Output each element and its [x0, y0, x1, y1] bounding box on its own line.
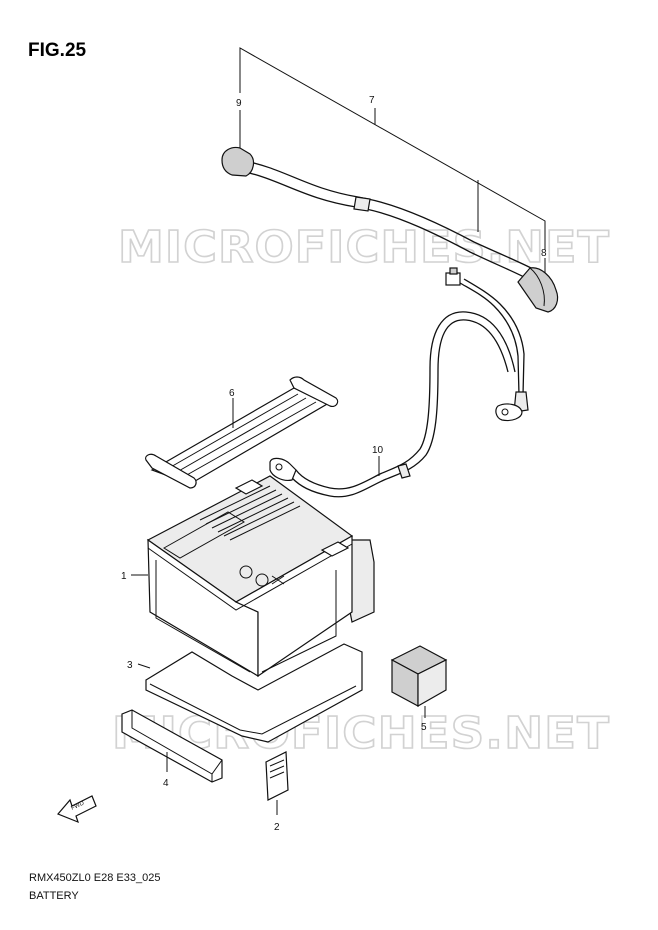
callout-10: 10: [372, 445, 384, 456]
terminal-boot-left: [221, 146, 255, 177]
terminal-negative: [234, 479, 264, 495]
sub-harness: [445, 267, 529, 422]
cable-sleeve: [353, 196, 371, 212]
callout-2: 2: [274, 822, 280, 833]
callout-8: 8: [541, 248, 547, 259]
callout-4: 4: [163, 778, 169, 789]
cable-sleeve-positive: [397, 463, 411, 479]
battery-cushion: [137, 643, 363, 743]
positive-cable: [269, 311, 516, 498]
ring-terminal-positive: [269, 457, 297, 481]
cube-part: [390, 645, 448, 718]
battery: [131, 475, 375, 678]
figure-title: FIG.25: [28, 40, 87, 61]
callout-1: 1: [121, 571, 127, 582]
terminal-positive: [320, 541, 350, 557]
callout-6: 6: [229, 388, 235, 399]
fwd-label: FWD: [70, 800, 86, 811]
battery-band: [145, 376, 339, 489]
diagram-caption: BATTERY: [29, 890, 79, 902]
model-code: RMX450ZL0 E28 E33_025: [29, 872, 161, 884]
terminal-boot-right: [517, 267, 559, 313]
label-part: [265, 751, 289, 815]
callout-5: 5: [421, 722, 427, 733]
callout-3: 3: [127, 660, 133, 671]
fwd-arrow-icon: FWD: [56, 795, 97, 824]
watermark-top: MICROFICHES.NET: [118, 222, 610, 273]
callout-7: 7: [369, 95, 375, 106]
negative-cable: [221, 146, 559, 313]
bracket-cable-assembly: [239, 47, 546, 282]
ring-terminal-top: [495, 403, 523, 422]
callout-9: 9: [236, 98, 242, 109]
spacer: [121, 709, 223, 783]
connector-plug: [445, 272, 461, 286]
